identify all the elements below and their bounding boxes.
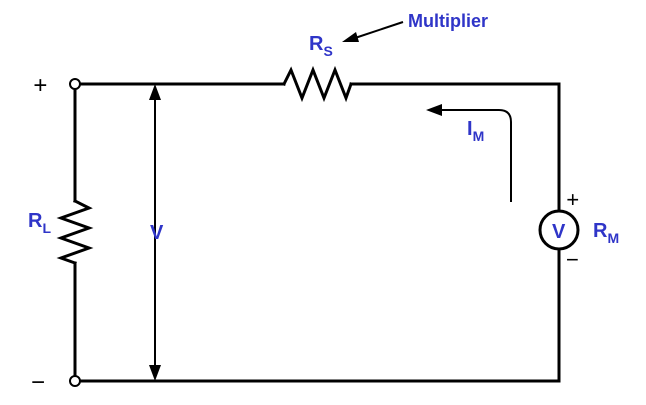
rm-label-sub: M: [607, 230, 619, 246]
meter-minus-sign: −: [566, 247, 579, 272]
rm-label-main: R: [593, 220, 608, 242]
multiplier-pointer: [354, 21, 404, 39]
resistor-rs: [281, 65, 353, 103]
meter-symbol: V: [552, 221, 566, 243]
meter-plus-sign: +: [566, 187, 579, 212]
im-label-main: I: [467, 118, 473, 140]
im-label: IM: [467, 118, 484, 144]
rl-label-sub: L: [42, 220, 51, 236]
multiplier-label: Multiplier: [408, 11, 488, 31]
rs-label: RS: [309, 33, 333, 59]
rl-label: RL: [28, 210, 51, 236]
terminal-plus-sign: +: [33, 72, 47, 99]
terminal-bottom: [69, 375, 81, 387]
rm-label: RM: [593, 220, 619, 246]
rs-label-sub: S: [323, 43, 332, 59]
rs-label-main: R: [309, 33, 324, 55]
rl-label-main: R: [28, 210, 43, 232]
current-arrow-path: [440, 109, 512, 202]
terminal-minus-sign: −: [31, 369, 45, 396]
voltage-arrow-head-bottom: [149, 365, 161, 381]
current-arrow-head: [426, 104, 442, 116]
im-label-sub: M: [473, 128, 485, 144]
multiplier-pointer-head: [342, 32, 359, 42]
terminal-top: [69, 78, 81, 90]
voltage-arrow-head-top: [149, 84, 161, 100]
resistor-rl: [56, 198, 94, 265]
voltage-label: V: [150, 222, 164, 244]
